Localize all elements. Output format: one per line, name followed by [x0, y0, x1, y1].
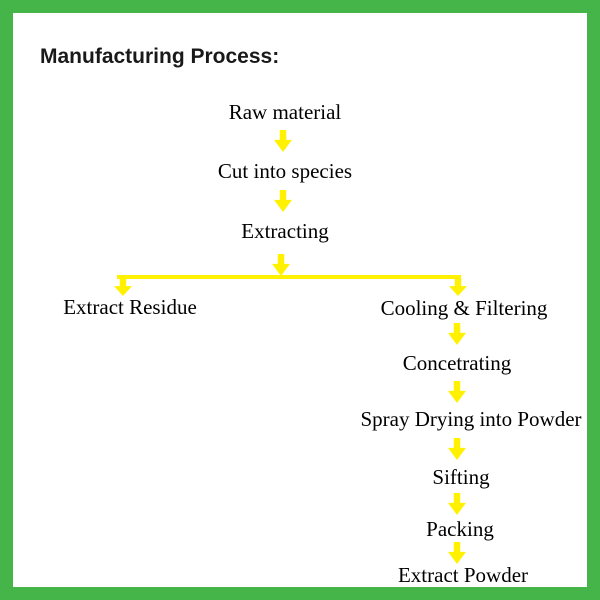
arrow-down-icon	[448, 438, 466, 460]
flow-step-raw-material: Raw material	[228, 100, 342, 124]
arrow-down-icon	[274, 130, 292, 152]
arrow-down-icon	[274, 190, 292, 212]
arrow-down-icon	[449, 278, 467, 296]
arrow-down-icon	[114, 278, 132, 296]
arrow-down-icon	[448, 381, 466, 403]
flow-step-concetrating: Concetrating	[402, 351, 512, 375]
arrow-down-icon	[448, 323, 466, 345]
branch-connector-line	[117, 275, 461, 279]
flow-step-spray-drying: Spray Drying into Powder	[360, 407, 582, 431]
flow-step-extract-residue: Extract Residue	[63, 295, 197, 319]
flow-step-cut-into-species: Cut into species	[217, 159, 353, 183]
page-title: Manufacturing Process:	[40, 45, 280, 68]
arrow-down-icon	[272, 254, 290, 276]
flow-step-packing: Packing	[426, 517, 494, 541]
flow-step-extracting: Extracting	[241, 219, 329, 243]
flow-step-extract-powder: Extract Powder	[397, 563, 529, 587]
flow-step-sifting: Sifting	[432, 465, 490, 489]
arrow-down-icon	[448, 493, 466, 515]
arrow-down-icon	[448, 542, 466, 564]
flow-step-cooling-filtering: Cooling & Filtering	[380, 296, 548, 320]
